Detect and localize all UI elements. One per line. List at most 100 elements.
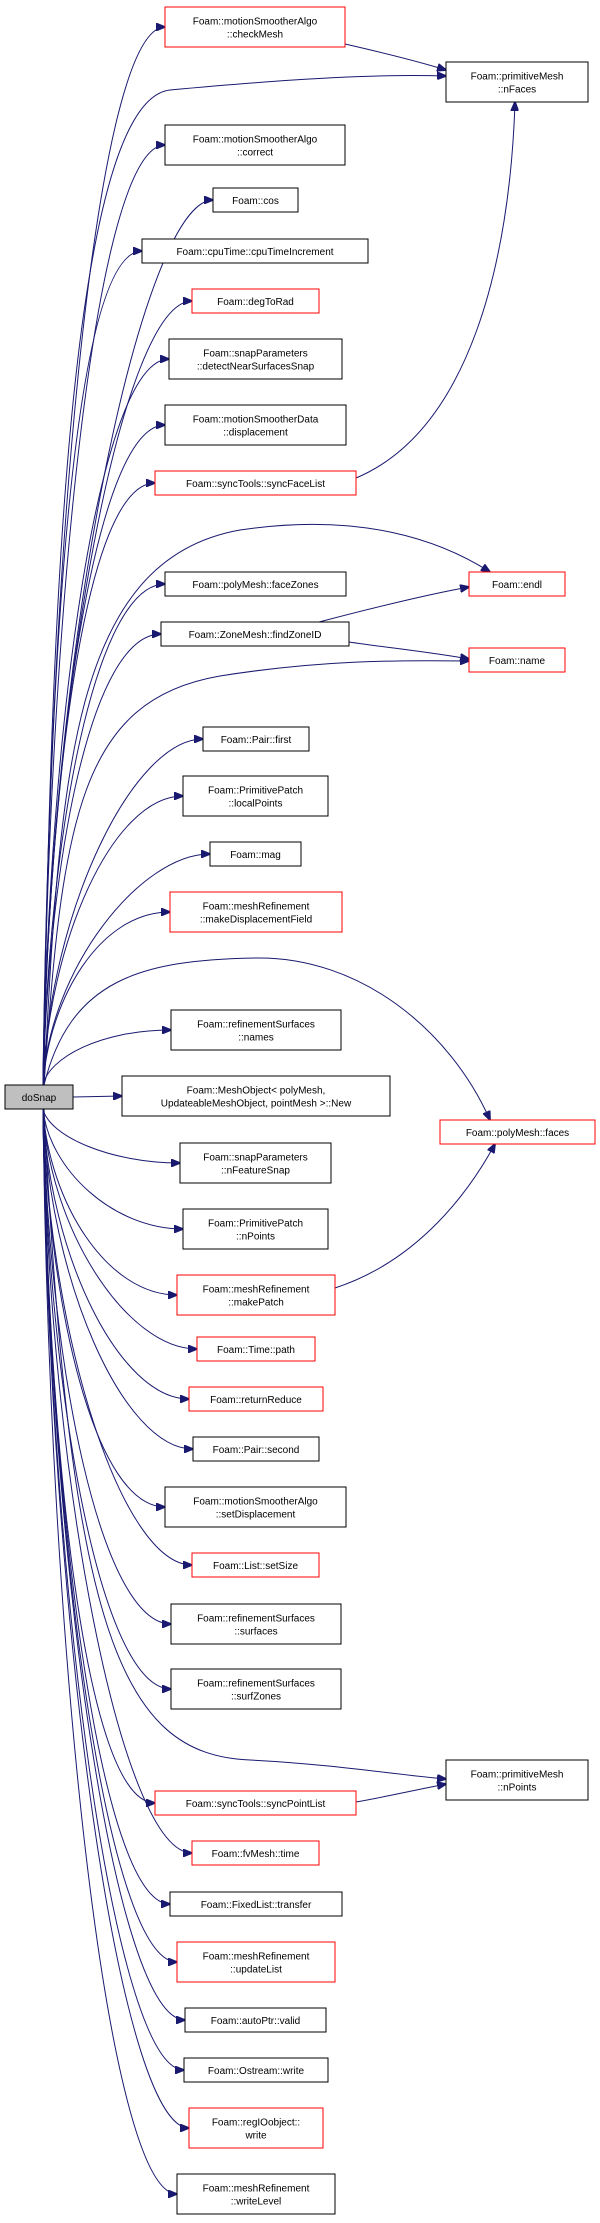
graph-node[interactable]: Foam::fvMesh::time bbox=[191, 1840, 320, 1866]
node-box bbox=[164, 1486, 347, 1528]
node-label: Foam::regIOobject:: bbox=[212, 2118, 300, 2129]
edge-doSnap-to-correct bbox=[42, 145, 165, 1086]
node-box bbox=[439, 1119, 596, 1145]
node-label: Foam::primitiveMesh bbox=[471, 1770, 564, 1781]
graph-node[interactable]: Foam::Pair::second bbox=[192, 1436, 320, 1462]
node-box bbox=[182, 1208, 329, 1250]
node-label: Foam::polyMesh::faceZones bbox=[192, 580, 318, 591]
graph-node[interactable]: Foam::Pair::first bbox=[202, 726, 310, 752]
graph-node[interactable]: Foam::name bbox=[468, 647, 566, 673]
graph-node[interactable]: Foam::syncTools::syncPointList bbox=[154, 1790, 357, 1816]
edge-doSnap-to-nFaces bbox=[43, 76, 446, 1086]
node-box bbox=[141, 238, 369, 264]
graph-node[interactable]: Foam::motionSmootherAlgo::correct bbox=[164, 124, 346, 166]
node-label: Foam::snapParameters bbox=[203, 349, 308, 360]
node-box bbox=[191, 1552, 320, 1578]
graph-node[interactable]: Foam::motionSmootherAlgo::setDisplacemen… bbox=[164, 1486, 347, 1528]
node-label: Foam::syncTools::syncFaceList bbox=[186, 479, 325, 490]
graph-node[interactable]: Foam::primitiveMesh::nPoints bbox=[445, 1759, 589, 1801]
node-label: Foam::motionSmootherAlgo bbox=[193, 17, 318, 28]
node-box bbox=[179, 1142, 332, 1184]
graph-node[interactable]: Foam::ZoneMesh::findZoneID bbox=[160, 621, 350, 647]
graph-node[interactable]: Foam::PrimitivePatch::localPoints bbox=[182, 775, 329, 817]
node-label: ::detectNearSurfacesSnap bbox=[197, 362, 315, 373]
node-label: ::makePatch bbox=[228, 1298, 284, 1309]
edge-doSnap-to-setDisplacement bbox=[42, 1108, 165, 1507]
node-label: ::nFaces bbox=[498, 85, 536, 96]
node-box bbox=[196, 1336, 316, 1362]
graph-node[interactable]: Foam::meshRefinement::makeDisplacementFi… bbox=[169, 891, 343, 933]
node-label: ::setDisplacement bbox=[216, 1510, 296, 1521]
graph-node[interactable]: Foam::snapParameters::detectNearSurfaces… bbox=[168, 338, 343, 380]
graph-node[interactable]: Foam::autoPtr::valid bbox=[184, 2007, 327, 2033]
graph-node[interactable]: Foam::Time::path bbox=[196, 1336, 316, 1362]
edge-doSnap-to-checkMesh bbox=[42, 27, 165, 1086]
node-box bbox=[191, 1840, 320, 1866]
node-label: UpdateableMeshObject, pointMesh >::New bbox=[161, 1099, 352, 1110]
graph-node[interactable]: Foam::meshRefinement::updateList bbox=[176, 1941, 336, 1983]
node-label: Foam::endl bbox=[492, 580, 542, 591]
node-box bbox=[192, 1436, 320, 1462]
graph-node[interactable]: Foam::meshRefinement::makePatch bbox=[176, 1274, 336, 1316]
edge-doSnap-to-surfZones bbox=[42, 1108, 171, 1689]
nodes-layer: Foam::motionSmootherAlgo::checkMeshFoam:… bbox=[4, 6, 596, 2215]
node-label: Foam::primitiveMesh bbox=[471, 72, 564, 83]
edge-doSnap-to-first bbox=[42, 739, 203, 1086]
node-box bbox=[154, 470, 357, 496]
node-label: Foam::autoPtr::valid bbox=[211, 2016, 300, 2027]
graph-node[interactable]: Foam::meshRefinement::writeLevel bbox=[176, 2173, 336, 2215]
node-box bbox=[170, 1603, 342, 1645]
graph-node[interactable]: Foam::cpuTime::cpuTimeIncrement bbox=[141, 238, 369, 264]
graph-node[interactable]: Foam::FixedList::transfer bbox=[169, 1891, 343, 1917]
edge-doSnap-to-localPoints bbox=[42, 796, 183, 1086]
node-label: ::correct bbox=[237, 148, 273, 159]
edge-doSnap-to-names bbox=[42, 1030, 171, 1086]
node-label: ::checkMesh bbox=[227, 30, 283, 41]
edge-findZoneID-to-name bbox=[348, 641, 469, 659]
edge-doSnap-to-second bbox=[42, 1108, 193, 1449]
node-label: ::updateList bbox=[230, 1965, 282, 1976]
edge-doSnap-to-faces bbox=[43, 957, 490, 1120]
edge-doSnap-to-nPointsPM bbox=[43, 1108, 446, 1779]
graph-node[interactable]: Foam::refinementSurfaces::surfZones bbox=[170, 1668, 342, 1710]
node-box bbox=[188, 1386, 324, 1412]
edge-doSnap-to-nFeatureSnap bbox=[42, 1108, 180, 1163]
node-label: Foam::meshRefinement bbox=[203, 2184, 310, 2195]
node-box bbox=[184, 2007, 327, 2033]
graph-node[interactable]: Foam::MeshObject< polyMesh, UpdateableMe… bbox=[121, 1075, 391, 1117]
graph-node[interactable]: Foam::List::setSize bbox=[191, 1552, 320, 1578]
graph-node[interactable]: Foam::polyMesh::faces bbox=[439, 1119, 596, 1145]
edge-doSnap-to-endl bbox=[43, 523, 490, 1086]
edge-doSnap-to-makePatch bbox=[42, 1108, 177, 1295]
graph-node[interactable]: Foam::endl bbox=[468, 571, 566, 597]
node-box bbox=[4, 1084, 74, 1110]
edge-doSnap-to-detectNearSurfacesSnap bbox=[42, 359, 169, 1086]
graph-node[interactable]: Foam::motionSmootherAlgo::checkMesh bbox=[164, 6, 346, 48]
graph-node[interactable]: Foam::polyMesh::faceZones bbox=[164, 571, 347, 597]
node-label: Foam::FixedList::transfer bbox=[201, 1900, 312, 1911]
node-box bbox=[182, 775, 329, 817]
graph-node[interactable]: Foam::snapParameters::nFeatureSnap bbox=[179, 1142, 332, 1184]
edge-doSnap-to-syncFaceList bbox=[42, 483, 155, 1086]
node-label: Foam::motionSmootherAlgo bbox=[193, 1497, 318, 1508]
graph-node[interactable]: Foam::regIOobject::write bbox=[188, 2107, 324, 2149]
node-box bbox=[164, 124, 346, 166]
graph-node[interactable]: Foam::refinementSurfaces::names bbox=[170, 1009, 342, 1051]
graph-node[interactable]: Foam::degToRad bbox=[191, 288, 320, 314]
graph-node[interactable]: Foam::returnReduce bbox=[188, 1386, 324, 1412]
node-box bbox=[169, 891, 343, 933]
graph-node[interactable]: Foam::cos bbox=[212, 187, 299, 213]
node-box bbox=[209, 841, 302, 867]
graph-node[interactable]: Foam::mag bbox=[209, 841, 302, 867]
graph-node[interactable]: Foam::refinementSurfaces::surfaces bbox=[170, 1603, 342, 1645]
edge-doSnap-to-New bbox=[72, 1096, 122, 1097]
graph-node[interactable]: Foam::syncTools::syncFaceList bbox=[154, 470, 357, 496]
graph-node[interactable]: Foam::Ostream::write bbox=[183, 2057, 329, 2083]
edge-syncFaceList-to-nFaces bbox=[355, 102, 515, 479]
graph-node[interactable]: Foam::PrimitivePatch::nPoints bbox=[182, 1208, 329, 1250]
node-label: Foam::PrimitivePatch bbox=[208, 1219, 303, 1230]
node-box bbox=[188, 2107, 324, 2149]
graph-node[interactable]: Foam::primitiveMesh::nFaces bbox=[445, 61, 589, 103]
graph-node[interactable]: Foam::motionSmootherData::displacement bbox=[164, 404, 347, 446]
